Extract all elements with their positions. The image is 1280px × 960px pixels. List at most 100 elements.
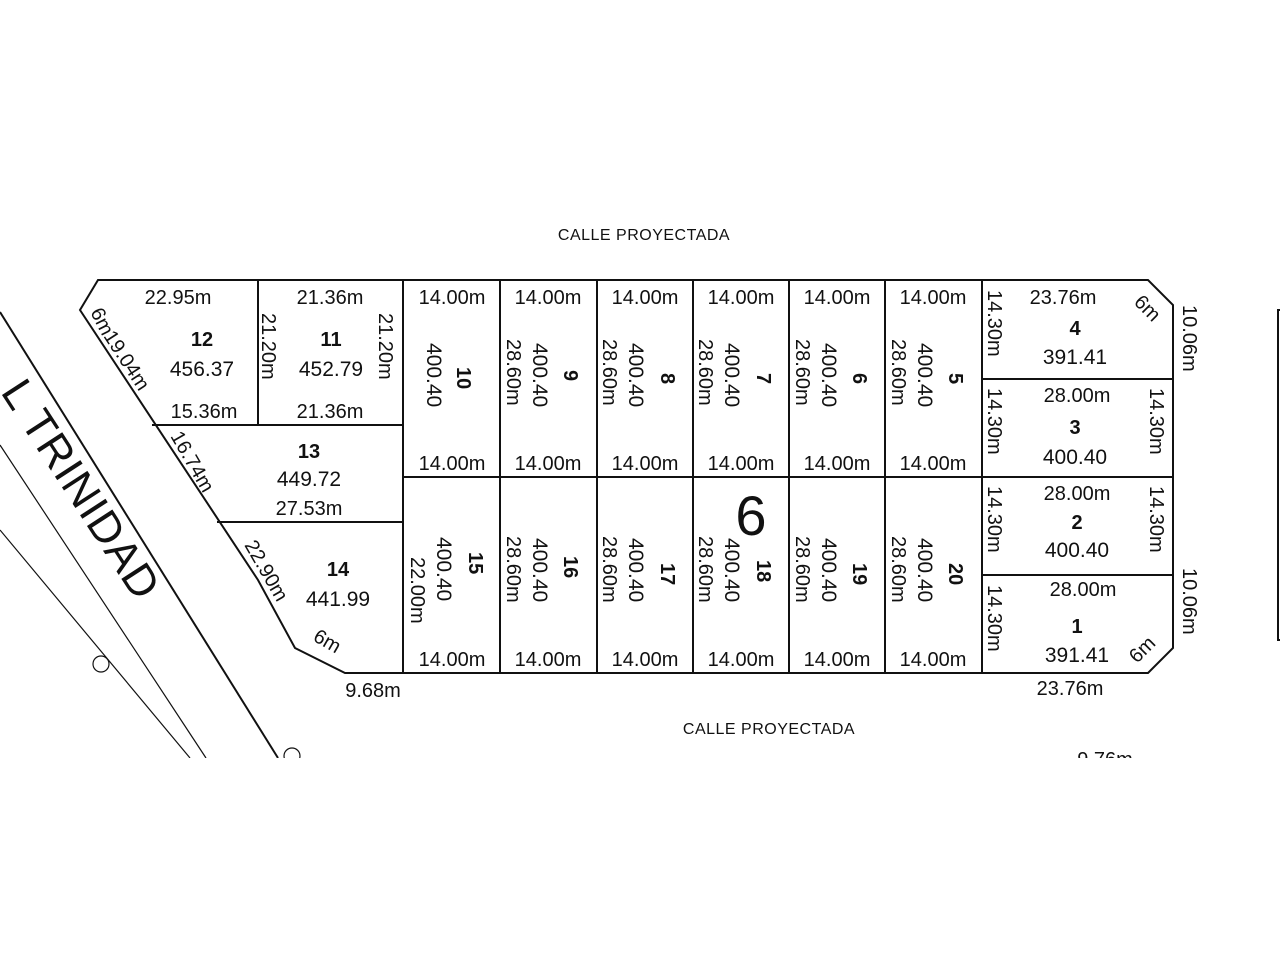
lot-area: 400.40	[913, 538, 936, 602]
lot-area: 400.40	[817, 343, 840, 407]
dimension-label: 23.76m	[1030, 287, 1097, 309]
dimension-label: 14.00m	[804, 453, 871, 475]
block-outline	[78, 279, 1174, 674]
lot-number: 16	[559, 556, 581, 578]
lot-number: 3	[1069, 417, 1080, 439]
lot-area: 400.40	[913, 343, 936, 407]
adjacent-block-edge	[1277, 309, 1280, 641]
dimension-label: 14.00m	[708, 649, 775, 671]
dimension-label: 14.00m	[708, 287, 775, 309]
lot-number: 15	[464, 552, 486, 574]
lot-lines	[152, 280, 1173, 673]
lot-area: 391.41	[1045, 644, 1109, 667]
lot-area: 400.40	[1045, 539, 1109, 562]
survey-point-icon	[92, 655, 110, 673]
dimension-label: 14.30m	[983, 486, 1005, 553]
lot-area: 400.40	[624, 538, 647, 602]
dimension-label: 15.36m	[171, 401, 238, 423]
lot-number: 20	[944, 563, 966, 585]
dimension-label: 28.60m	[694, 339, 716, 406]
dimension-label: 22.00m	[406, 557, 428, 624]
dimension-label: 14.00m	[900, 287, 967, 309]
lot-number: 11	[320, 329, 341, 351]
dimension-label: 21.36m	[297, 287, 364, 309]
dimension-label: 14.00m	[612, 287, 679, 309]
lot-area: 400.40	[720, 538, 743, 602]
lot-row-bottom: 14.00m 14.00m 14.00m 14.00m 14.00m 14.00…	[406, 536, 966, 671]
lot-area: 400.40	[528, 538, 551, 602]
dimension-label: 14.30m	[983, 388, 1005, 455]
lot-row-top: 14.00m 14.00m 14.00m 14.00m 14.00m 14.00…	[419, 287, 967, 475]
dimension-label: 14.00m	[515, 287, 582, 309]
dimension-label: 22.95m	[145, 287, 212, 309]
lot-number: 4	[1069, 318, 1081, 340]
dimension-label: 14.30m	[1145, 486, 1167, 553]
dimension-label: 10.06m	[1178, 305, 1200, 372]
dimension-label: 14.00m	[419, 287, 486, 309]
lot-number: 18	[752, 560, 774, 582]
dimension-label: 14.00m	[612, 453, 679, 475]
lot-number: 7	[752, 373, 774, 384]
lot-number: 9	[559, 370, 581, 381]
lot-area: 400.40	[1043, 446, 1107, 469]
lot-number: 5	[944, 373, 966, 384]
dimension-label: 14.00m	[612, 649, 679, 671]
dimension-label: 14.30m	[983, 290, 1005, 357]
lot-number: 8	[656, 373, 678, 384]
dimension-label: 28.60m	[887, 339, 909, 406]
avenue-lines	[0, 311, 301, 765]
dimension-label: 21.20m	[257, 313, 279, 380]
lot-area: 449.72	[277, 468, 341, 491]
lot-area: 400.40	[528, 343, 551, 407]
lot-number: 6	[848, 373, 870, 384]
dimension-label: 28.60m	[791, 536, 813, 603]
lot-number: 10	[452, 367, 474, 389]
dimension-label: 14.00m	[419, 649, 486, 671]
dimension-label: 14.00m	[515, 453, 582, 475]
dimension-label: 14.00m	[804, 287, 871, 309]
lot-number: 13	[298, 441, 320, 463]
dimension-label: 21.20m	[374, 313, 396, 380]
lot-area: 456.37	[170, 358, 234, 381]
dimension-label: 28.60m	[598, 339, 620, 406]
dimension-label: 6m	[1125, 632, 1160, 667]
dimension-label: 28.00m	[1044, 483, 1111, 505]
dimension-label: 14.00m	[419, 453, 486, 475]
dimension-label: 14.00m	[900, 649, 967, 671]
lot-number: 12	[191, 329, 213, 351]
dimension-label: 16.74m	[166, 428, 218, 497]
road-label-top: CALLE PROYECTADA	[558, 227, 730, 244]
dimension-label: 14.30m	[1145, 388, 1167, 455]
road-label-bottom: CALLE PROYECTADA	[683, 721, 855, 738]
lot-area: 400.40	[422, 343, 445, 407]
dimension-label: 14.00m	[900, 453, 967, 475]
dimension-label: 28.00m	[1050, 579, 1117, 601]
dimension-label: 28.60m	[598, 536, 620, 603]
lot-number: 17	[656, 563, 678, 585]
lot-number: 2	[1071, 512, 1082, 534]
lot-area: 400.40	[624, 343, 647, 407]
dimension-label: 19.04m	[99, 327, 154, 395]
lot-area: 400.40	[720, 343, 743, 407]
dimension-label: 14.00m	[708, 453, 775, 475]
bottom-mask	[0, 758, 1280, 960]
dimension-label: 23.76m	[1037, 678, 1104, 700]
lot-number: 1	[1071, 616, 1082, 638]
block-number: 6	[735, 484, 766, 547]
dimension-label: 6m	[1129, 291, 1164, 326]
dimension-label: 28.60m	[502, 339, 524, 406]
dimension-label: 14.00m	[515, 649, 582, 671]
dimension-label: 28.60m	[694, 536, 716, 603]
lot-number: 14	[327, 559, 350, 581]
lot-area: 452.79	[299, 358, 363, 381]
lot-area: 441.99	[306, 588, 370, 611]
dimension-label: 28.60m	[502, 536, 524, 603]
dimension-label: 14.30m	[983, 585, 1005, 652]
lot-area: 400.40	[817, 538, 840, 602]
dimension-label: 28.60m	[887, 536, 909, 603]
dimension-label: 10.06m	[1178, 568, 1200, 635]
dimension-label: 14.00m	[804, 649, 871, 671]
dimension-label: 27.53m	[276, 498, 343, 520]
dimension-label: 9.68m	[345, 680, 401, 702]
